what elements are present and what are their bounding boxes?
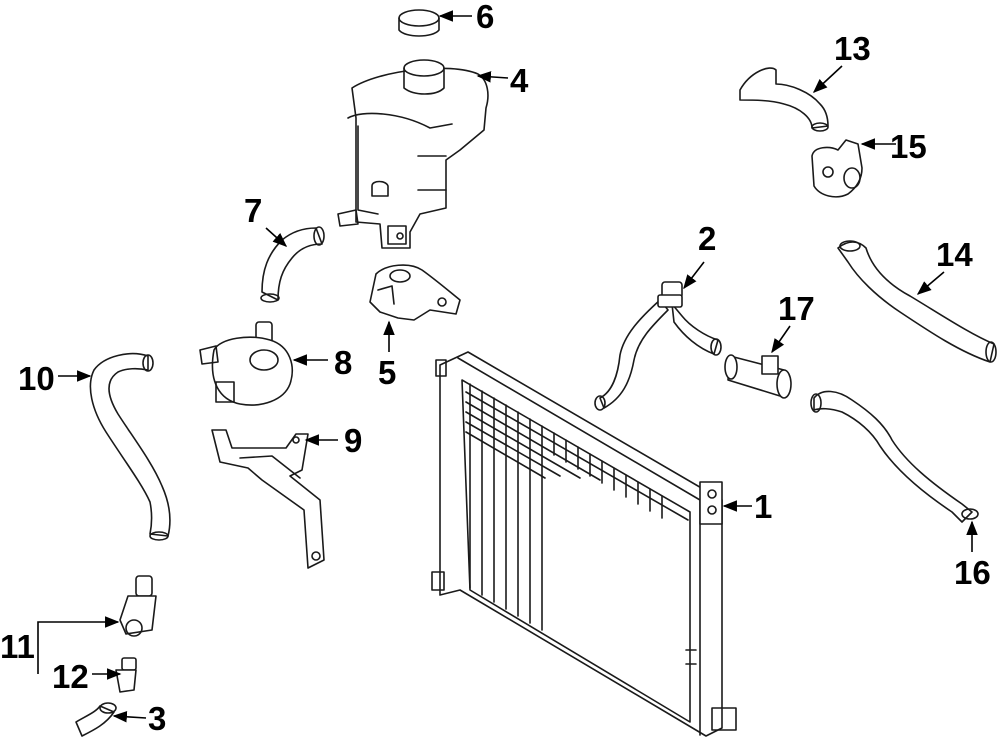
hose-part-7[interactable] [260,226,325,303]
callout-2: 2 [698,220,716,257]
callout-14: 14 [936,236,973,273]
leader-11 [37,616,120,646]
leader-13 [812,65,843,93]
water-pump-part-8[interactable] [199,321,294,406]
callout-3: 3 [148,700,166,737]
callout-7: 7 [244,192,262,229]
small-hose-part-3[interactable] [75,702,117,737]
leader-17 [771,325,791,354]
leader-2 [683,261,705,290]
callout-17: 17 [778,290,815,327]
callout-1: 1 [754,488,772,525]
callout-13: 13 [834,30,871,67]
hose-connector-part-17[interactable] [724,354,792,399]
mounting-bracket-part-5[interactable] [369,264,461,321]
callout-9: 9 [344,422,362,459]
callout-4: 4 [510,62,529,99]
leader-14 [916,271,945,295]
callout-8: 8 [334,344,352,381]
reservoir-tank-part-4[interactable] [337,59,489,249]
hose-part-10[interactable] [89,352,171,541]
callout-6: 6 [476,0,494,35]
fitting-part-12[interactable] [115,657,137,693]
radiator-part-1[interactable] [431,351,737,737]
callout-5: 5 [378,354,396,391]
fitting-part-11[interactable] [119,575,157,637]
reservoir-cap-part-6[interactable] [398,9,440,37]
hose-part-13[interactable] [739,67,829,132]
leader-7 [265,227,288,247]
heater-hose-part-2[interactable] [594,281,722,411]
leader-lines [37,10,978,723]
callout-11: 11 [0,628,35,665]
hose-part-16[interactable] [810,390,979,523]
pipe-bracket-part-9[interactable] [211,429,325,569]
callout-12: 12 [52,658,89,695]
hose-part-14[interactable] [837,240,997,363]
callout-10: 10 [18,360,55,397]
callout-15: 15 [890,128,927,165]
leader-3 [112,711,147,723]
callout-16: 16 [954,554,991,591]
thermostat-housing-part-15[interactable] [811,139,863,198]
leader-4 [476,71,509,83]
